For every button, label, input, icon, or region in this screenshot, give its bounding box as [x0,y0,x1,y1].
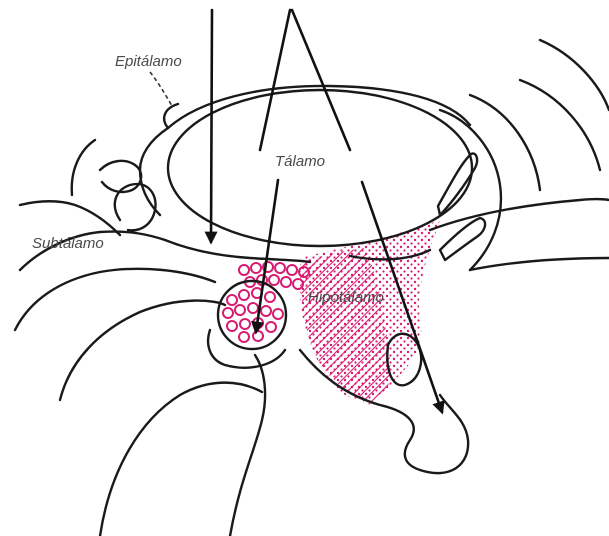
arrow-subtalamo [211,10,212,242]
mammillary-body [218,281,286,349]
arrow-hipotalamo [260,10,290,150]
epitalamo-leader [150,72,172,106]
arrow-talamo [292,10,350,150]
label-hipotalamo: Hipotálamo [308,289,384,306]
label-talamo: Tálamo [275,153,325,170]
label-subtalamo: Subtálamo [32,235,104,252]
label-epitalamo: Epitálamo [115,53,182,70]
nucleus-circles [239,262,309,289]
